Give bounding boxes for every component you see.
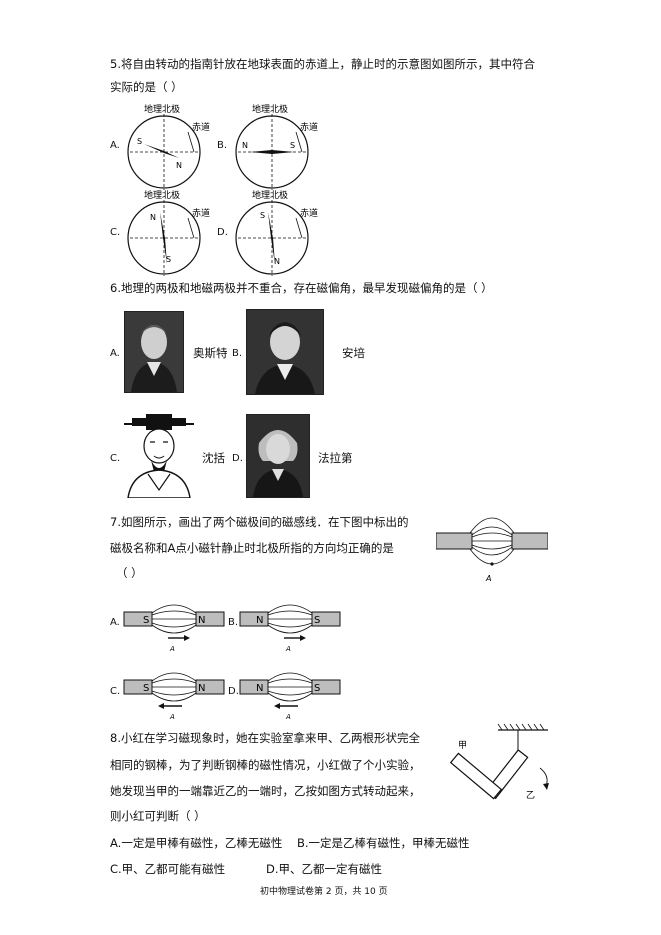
q8-option-d: D.甲、乙都一定有磁性 <box>266 862 383 876</box>
q7-option-b-letter: B. <box>228 617 239 628</box>
point-a-label: A <box>485 574 491 583</box>
needle-s-label: S <box>137 137 142 146</box>
q7-diagram-b: N S A <box>239 604 341 653</box>
q5-option-a-letter: A. <box>110 140 120 151</box>
portrait-ampere <box>246 309 324 395</box>
q5-option-b-letter: B. <box>217 140 228 151</box>
q7-option-a-letter: A. <box>110 617 120 628</box>
north-pole-label: 地理北极 <box>252 103 288 115</box>
right-pole-label: S <box>314 615 320 626</box>
q7-field-diagram: A <box>436 517 548 583</box>
q5-compass-c: 地理北极 赤道 N S <box>127 189 210 276</box>
q7-stem-line2: 磁极名称和A点小磁针静止时北极所指的方向均正确的是 <box>110 541 394 555</box>
left-pole-label: S <box>143 683 149 694</box>
equator-label: 赤道 <box>300 207 318 219</box>
left-pole-label: N <box>256 615 263 626</box>
north-pole-label: 地理北极 <box>144 189 180 201</box>
portrait-oersted <box>124 311 184 393</box>
needle-s-label: S <box>290 141 295 150</box>
point-a-label: A <box>285 713 291 721</box>
page-footer: 初中物理试卷第 2 页，共 10 页 <box>260 887 388 897</box>
label-yi: 乙 <box>526 790 535 801</box>
q8-stem-line4: 则小红可判断（ ） <box>110 809 206 823</box>
needle-n-label: N <box>274 257 280 266</box>
point-a-label: A <box>169 713 175 721</box>
q7-diagram-c: S N A <box>123 672 225 721</box>
needle-n-label: N <box>150 213 156 222</box>
north-pole-label: 地理北极 <box>252 189 288 201</box>
q8-stem-line1: 8.小红在学习磁现象时，她在实验室拿来甲、乙两根形状完全 <box>110 731 420 745</box>
right-pole-label: S <box>314 683 320 694</box>
north-pole-label: 地理北极 <box>144 103 180 115</box>
q6-option-b-name: 安培 <box>342 346 365 360</box>
q8-rods-diagram: 甲 乙 <box>449 723 549 801</box>
q5-compass-d: 地理北极 赤道 S N <box>235 189 318 276</box>
equator-label: 赤道 <box>300 121 318 133</box>
needle-s-label: S <box>260 211 265 220</box>
portrait-faraday <box>246 414 310 498</box>
left-pole-label: S <box>143 615 149 626</box>
q6-stem: 6.地理的两极和地磁两极并不重合，存在磁偏角，最早发现磁偏角的是（ ） <box>110 281 493 295</box>
left-pole-label: N <box>256 683 263 694</box>
needle-n-label: N <box>176 161 182 170</box>
q6-option-a-name: 奥斯特 <box>193 346 228 360</box>
q8-option-c: C.甲、乙都可能有磁性 <box>110 862 226 876</box>
q7-option-c-letter: C. <box>110 686 121 697</box>
q8-stem-line2: 相同的钢棒，为了判断钢棒的磁性情况，小红做了个小实验， <box>110 758 421 772</box>
right-pole-label: N <box>198 683 205 694</box>
q6-option-d-name: 法拉第 <box>318 451 353 465</box>
q6-option-d-letter: D. <box>232 453 243 464</box>
point-a-label: A <box>169 645 175 653</box>
q6-option-c-letter: C. <box>110 453 121 464</box>
label-jia: 甲 <box>458 740 467 751</box>
q7-stem-line1: 7.如图所示，画出了两个磁极间的磁感线．在下图中标出的 <box>110 515 409 529</box>
q5-compass-a: 地理北极 赤道 S N <box>127 103 210 190</box>
needle-s-label: S <box>166 255 171 264</box>
q7-stem-line3: （ ） <box>116 566 143 580</box>
right-pole-label: N <box>198 615 205 626</box>
q7-diagram-a: S N A <box>123 604 225 653</box>
q8-stem-line3: 她发现当甲的一端靠近乙的一端时，乙按如图方式转动起来， <box>110 784 421 798</box>
q5-compass-b: 地理北极 赤道 N S <box>235 103 318 190</box>
q8-option-b: B.一定是乙棒有磁性，甲棒无磁性 <box>297 836 470 850</box>
q6-option-a-letter: A. <box>110 348 120 359</box>
q5-stem-line1: 5.将自由转动的指南针放在地球表面的赤道上，静止时的示意图如图所示，其中符合 <box>110 57 535 71</box>
q7-diagram-d: N S A <box>239 672 341 721</box>
point-a-label: A <box>285 645 291 653</box>
q5-option-d-letter: D. <box>217 227 228 238</box>
portrait-shen-kuo <box>124 414 194 498</box>
q8-option-a: A.一定是甲棒有磁性，乙棒无磁性 <box>110 836 283 850</box>
equator-label: 赤道 <box>192 121 210 133</box>
equator-label: 赤道 <box>192 207 210 219</box>
q7-option-d-letter: D. <box>228 686 239 697</box>
q5-option-c-letter: C. <box>110 227 121 238</box>
q5-stem-line2: 实际的是（ ） <box>110 80 183 94</box>
needle-n-label: N <box>242 141 248 150</box>
q6-option-b-letter: B. <box>232 348 243 359</box>
q6-option-c-name: 沈括 <box>202 451 225 465</box>
